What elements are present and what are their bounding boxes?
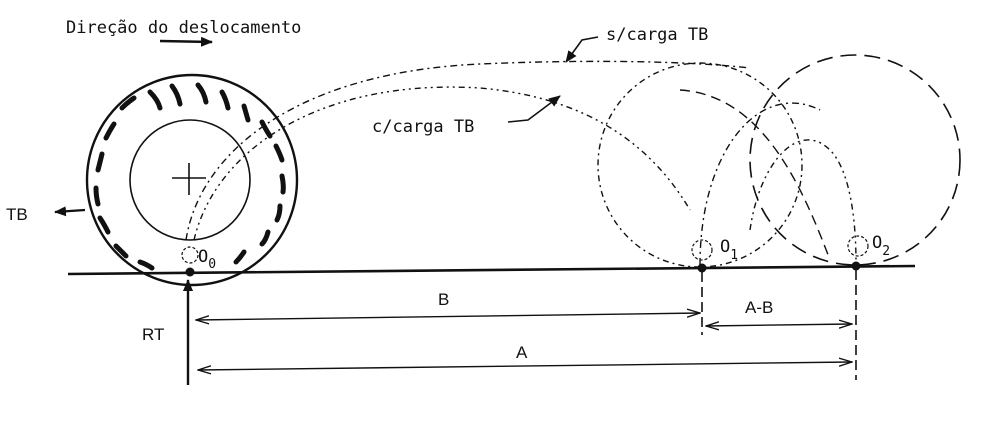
direction-label: Direção do deslocamento <box>66 18 301 38</box>
contact-loop-o2 <box>847 235 869 257</box>
with-load-label: c/carga TB <box>372 117 474 137</box>
origin-o2-label: O2 <box>872 233 890 259</box>
origin-o1-label: O1 <box>720 237 738 263</box>
ground-line <box>67 264 916 276</box>
rt-label: RT <box>142 325 164 344</box>
trajectory-without-load <box>185 60 751 241</box>
tb-arrow <box>54 206 86 217</box>
dim-line-b <box>196 313 700 320</box>
contact-loop-o0 <box>181 246 199 264</box>
trajectory-with-load <box>193 86 691 241</box>
cycloid-circle-2 <box>749 54 961 266</box>
leader-without-load <box>565 36 599 63</box>
cycloid-arc-b <box>749 139 857 263</box>
dim-a-label: A <box>516 343 528 362</box>
tire-rim <box>129 119 251 241</box>
without-load-label: s/carga TB <box>606 25 708 45</box>
dim-line-a <box>198 362 852 370</box>
tire <box>85 73 299 287</box>
tread-lugs <box>93 82 286 271</box>
contact-point-o1 <box>697 263 707 273</box>
contact-point-o0 <box>185 267 195 277</box>
tb-label: TB <box>6 205 28 224</box>
dim-a-minus-b-label: A-B <box>745 298 773 317</box>
cycloid-circle-1 <box>597 62 803 268</box>
dim-line-a-minus-b <box>706 324 852 326</box>
tire-outer <box>85 73 299 287</box>
contact-point-o2 <box>851 261 861 271</box>
contact-loop-o1 <box>691 239 713 261</box>
dim-b-label: B <box>438 290 449 309</box>
origin-o0-label: O0 <box>198 247 216 272</box>
leader-with-load <box>507 95 561 123</box>
cycloid-arc-c <box>679 89 831 261</box>
cycloid-arc-a <box>699 102 821 266</box>
direction-arrow <box>159 36 213 47</box>
